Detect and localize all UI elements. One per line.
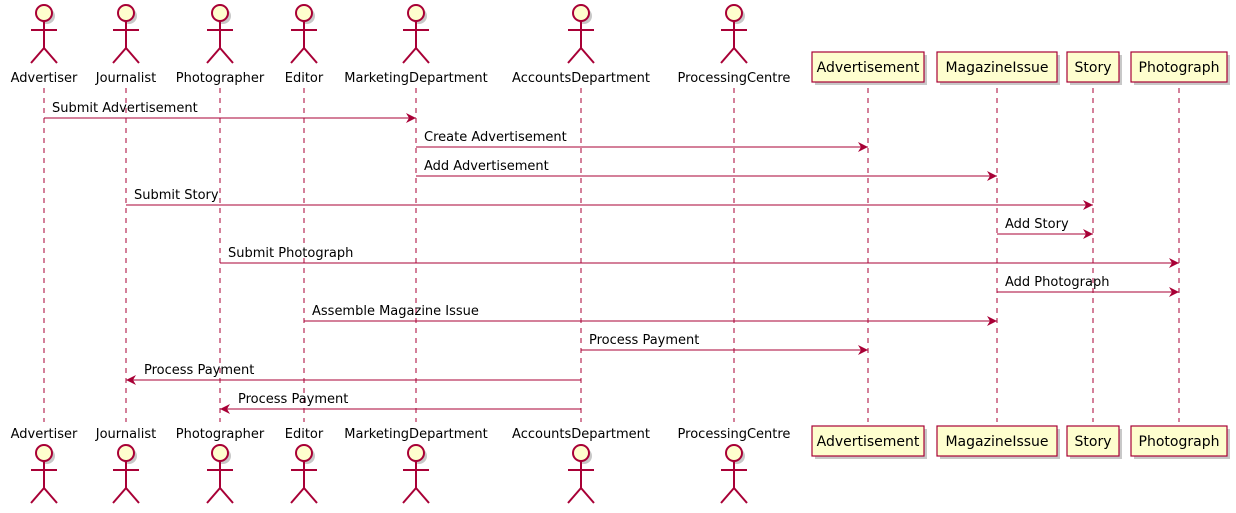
actor-icon [30, 444, 58, 504]
message-11: Process Payment [220, 392, 581, 414]
actor-icon [290, 444, 318, 504]
participant-magazineissue-top: MagazineIssue [936, 51, 1060, 85]
actor-accountsdepartment-bottom: AccountsDepartment [512, 427, 650, 504]
actor-icon [206, 444, 234, 504]
actor-processingcentre-top: ProcessingCentre [678, 4, 791, 86]
actor-label: AccountsDepartment [512, 71, 650, 86]
actor-label: MarketingDepartment [344, 427, 487, 442]
actor-icon [567, 4, 595, 64]
actor-marketingdepartment-top: MarketingDepartment [344, 4, 488, 86]
actor-icon [402, 444, 430, 504]
participant-photograph-bottom: Photograph [1130, 425, 1230, 459]
actor-advertiser-top: Advertiser [11, 4, 78, 86]
participant-photograph-top: Photograph [1130, 51, 1230, 85]
message-5: Add Story [997, 217, 1093, 239]
message-label: Add Photograph [1005, 275, 1109, 290]
message-label: Add Story [1005, 217, 1069, 232]
message-4: Submit Story [126, 188, 1093, 210]
participant-story-top: Story [1066, 51, 1122, 85]
actor-editor-top: Editor [285, 4, 324, 86]
actor-journalist-top: Journalist [95, 4, 156, 86]
message-label: Submit Photograph [228, 246, 353, 261]
actor-label: Journalist [95, 71, 156, 86]
participant-label: Story [1075, 434, 1112, 450]
actor-label: Journalist [95, 427, 156, 442]
actor-icon [206, 4, 234, 64]
message-label: Assemble Magazine Issue [312, 304, 479, 319]
participant-heads: AdvertiserAdvertiserJournalistJournalist… [11, 4, 1230, 504]
message-6: Submit Photograph [220, 246, 1179, 268]
actor-accountsdepartment-top: AccountsDepartment [512, 4, 650, 86]
message-label: Process Payment [238, 392, 348, 407]
message-10: Process Payment [126, 363, 581, 385]
actor-label: MarketingDepartment [344, 71, 487, 86]
actor-icon [290, 4, 318, 64]
actor-label: ProcessingCentre [678, 71, 791, 86]
message-label: Submit Advertisement [52, 101, 198, 116]
actor-label: Editor [285, 427, 324, 442]
actor-icon [30, 4, 58, 64]
message-label: Process Payment [144, 363, 254, 378]
message-8: Assemble Magazine Issue [304, 304, 997, 326]
actor-photographer-bottom: Photographer [176, 427, 265, 504]
participant-story-bottom: Story [1066, 425, 1122, 459]
participant-label: Photograph [1139, 60, 1220, 76]
actor-journalist-bottom: Journalist [95, 427, 156, 504]
message-label: Create Advertisement [424, 130, 567, 145]
participant-label: MagazineIssue [945, 434, 1048, 450]
actor-label: Photographer [176, 71, 265, 86]
message-7: Add Photograph [997, 275, 1179, 297]
actor-icon [720, 4, 748, 64]
actor-label: Editor [285, 71, 324, 86]
participant-label: MagazineIssue [945, 60, 1048, 76]
actor-label: Advertiser [11, 71, 78, 86]
participant-label: Photograph [1139, 434, 1220, 450]
actor-advertiser-bottom: Advertiser [11, 427, 78, 504]
message-3: Add Advertisement [416, 159, 997, 181]
message-label: Submit Story [134, 188, 219, 203]
participant-label: Story [1075, 60, 1112, 76]
actor-icon [567, 444, 595, 504]
message-1: Submit Advertisement [44, 101, 416, 123]
message-9: Process Payment [581, 333, 868, 355]
actor-marketingdepartment-bottom: MarketingDepartment [344, 427, 488, 504]
actor-icon [112, 4, 140, 64]
actor-icon [720, 444, 748, 504]
actor-label: Photographer [176, 427, 265, 442]
actor-label: AccountsDepartment [512, 427, 650, 442]
actor-label: ProcessingCentre [678, 427, 791, 442]
participant-magazineissue-bottom: MagazineIssue [936, 425, 1060, 459]
message-2: Create Advertisement [416, 130, 868, 152]
actor-icon [402, 4, 430, 64]
actor-icon [112, 444, 140, 504]
actor-photographer-top: Photographer [176, 4, 265, 86]
message-label: Add Advertisement [424, 159, 549, 174]
actor-editor-bottom: Editor [285, 427, 324, 504]
actor-processingcentre-bottom: ProcessingCentre [678, 427, 791, 504]
participant-advertisement-top: Advertisement [811, 51, 927, 85]
actor-label: Advertiser [11, 427, 78, 442]
message-label: Process Payment [589, 333, 699, 348]
participant-label: Advertisement [817, 434, 920, 450]
participant-label: Advertisement [817, 60, 920, 76]
participant-advertisement-bottom: Advertisement [811, 425, 927, 459]
